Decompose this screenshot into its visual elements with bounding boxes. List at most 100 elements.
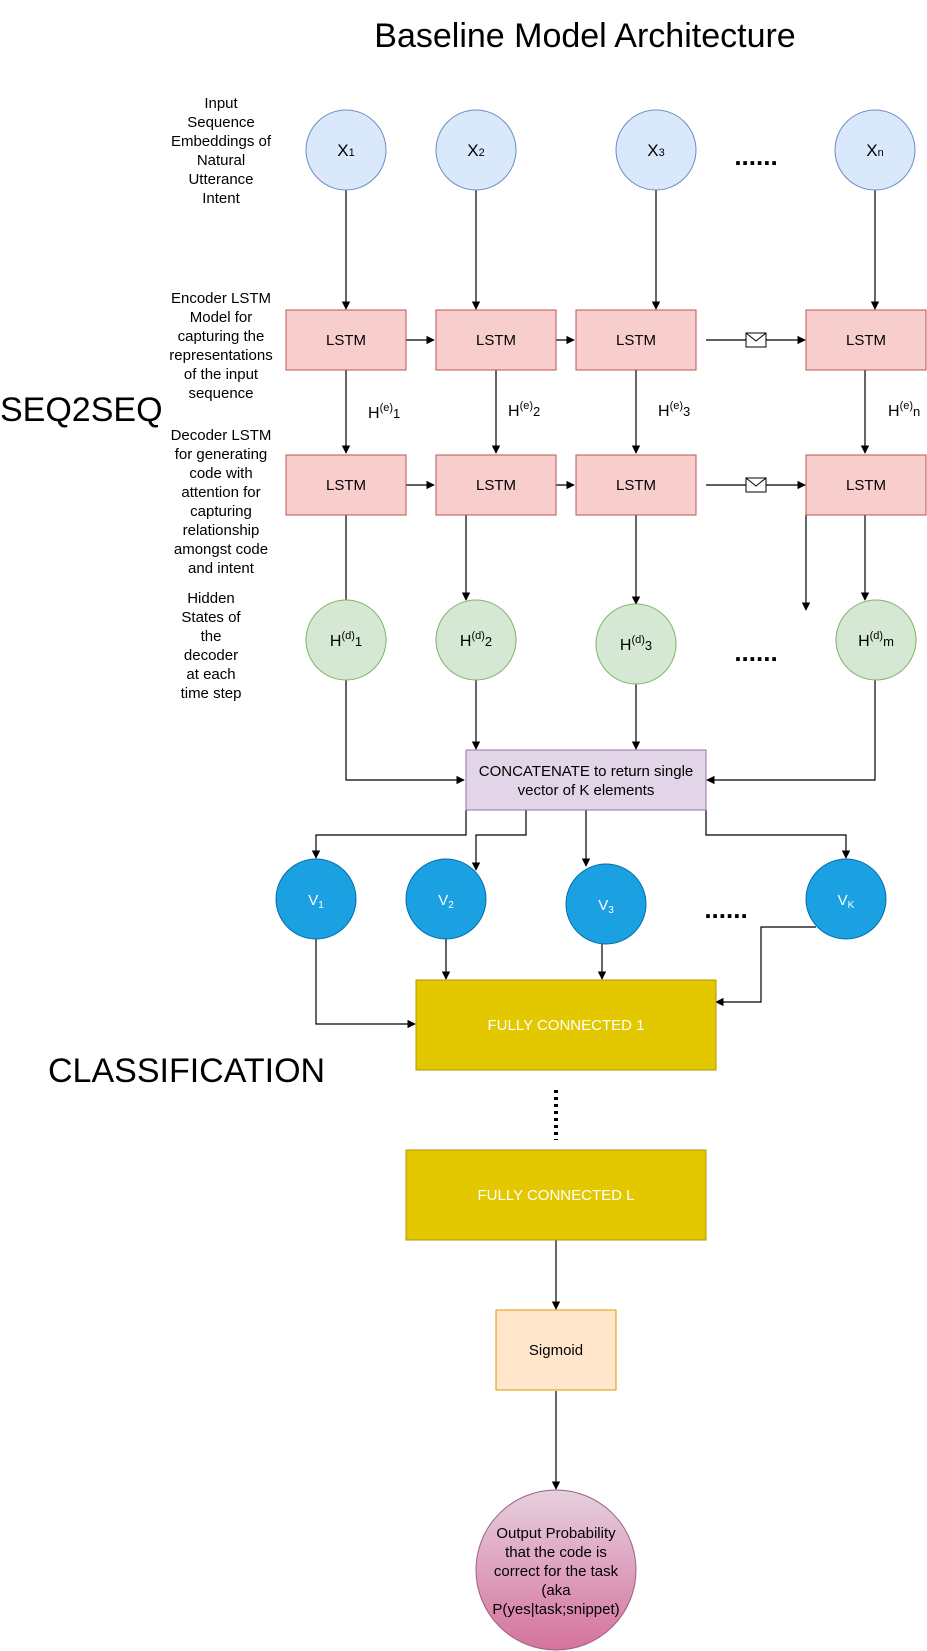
- output-line: that the code is: [505, 1544, 607, 1561]
- encoder-lstm-2: LSTM: [435, 309, 557, 371]
- vector-circle: [565, 863, 647, 945]
- envelope-flap: [745, 332, 767, 342]
- decoder-lstm-1: LSTM: [285, 454, 407, 516]
- input-label: X3: [647, 141, 664, 160]
- encoder-state-2: H(e)2: [508, 400, 540, 420]
- input-circle: [615, 109, 697, 191]
- envelope-icon: [745, 332, 767, 348]
- hidden-state-2: H(d)2: [435, 599, 517, 681]
- input-row-description: Input Sequence Embeddings of Natural Utt…: [171, 95, 272, 207]
- fc1-rect: [415, 979, 717, 1071]
- arrow-concat-v2: [471, 810, 527, 871]
- hidden-circle: [435, 599, 517, 681]
- input-node-xn: Xn: [834, 109, 916, 191]
- description-line: representations: [169, 347, 272, 364]
- lstm-box: [285, 309, 407, 371]
- lstm-box: [435, 309, 557, 371]
- lstm-label: LSTM: [846, 477, 886, 494]
- decoder-lstm-3: LSTM: [575, 454, 697, 516]
- arrow-hidden1-concat: [345, 680, 465, 785]
- input-node-x1: X1: [305, 109, 387, 191]
- hidden-circle: [595, 603, 677, 685]
- vector-label: V3: [598, 897, 614, 916]
- arrow-concat-v1: [311, 810, 467, 859]
- input-circle: [305, 109, 387, 191]
- encoder-lstm-1: LSTM: [285, 309, 407, 371]
- description-line: Hidden: [187, 590, 235, 607]
- decoder-lstm-n: LSTM: [805, 454, 927, 516]
- hidden-state-3: H(d)3: [595, 603, 677, 685]
- fc1-label: FULLY CONNECTED 1: [488, 1017, 645, 1034]
- description-line: and intent: [188, 560, 255, 577]
- arrow-hiddenm-concat: [706, 680, 876, 785]
- arrow-vk-fc1: [715, 926, 816, 1007]
- lstm-box: [575, 454, 697, 516]
- lstm-box: [285, 454, 407, 516]
- hidden-label: H(d)3: [620, 634, 652, 654]
- encoder-row-description: Encoder LSTM Model for capturing the rep…: [169, 290, 272, 402]
- fcl-rect: [405, 1149, 707, 1241]
- encoder-lstm-3: LSTM: [575, 309, 697, 371]
- input-circle: [435, 109, 517, 191]
- envelope-icon: [745, 477, 767, 493]
- fully-connected-1: FULLY CONNECTED 1: [415, 979, 717, 1071]
- envelope-flap: [745, 477, 767, 487]
- hidden-circle: [305, 599, 387, 681]
- hidden-label: H(d)1: [330, 630, 362, 650]
- concatenate-line: CONCATENATE to return single: [479, 763, 694, 780]
- hidden-label: H(d)2: [460, 630, 492, 650]
- lstm-label: LSTM: [476, 477, 516, 494]
- input-ellipsis: ......: [734, 141, 777, 171]
- encoder-state-3: H(e)3: [658, 400, 690, 420]
- vector-label: V1: [308, 892, 324, 911]
- vector-label: V2: [438, 892, 454, 911]
- description-line: relationship: [183, 522, 260, 539]
- hidden-row-description: Hidden States of the decoder at each tim…: [181, 590, 242, 702]
- fcl-label: FULLY CONNECTED L: [478, 1187, 635, 1204]
- connectors: [311, 190, 880, 1490]
- vector-label: VK: [838, 892, 855, 911]
- description-line: Utterance: [188, 171, 253, 188]
- sigmoid-label: Sigmoid: [529, 1342, 583, 1359]
- description-line: Input: [204, 95, 238, 112]
- output-circle: [475, 1489, 637, 1651]
- input-node-x3: X3: [615, 109, 697, 191]
- encoder-lstm-n: LSTM: [805, 309, 927, 371]
- description-line: for generating: [175, 446, 268, 463]
- lstm-label: LSTM: [616, 477, 656, 494]
- concatenate-line: vector of K elements: [518, 782, 655, 799]
- encoder-state-n: H(e)n: [888, 400, 920, 420]
- description-line: amongst code: [174, 541, 268, 558]
- description-line: Sequence: [187, 114, 255, 131]
- sigmoid-rect: [495, 1309, 617, 1391]
- description-line: Model for: [190, 309, 253, 326]
- vector-circle: [405, 858, 487, 940]
- description-line: sequence: [188, 385, 253, 402]
- arrow-concat-vk: [705, 810, 851, 859]
- input-label: Xn: [866, 141, 883, 160]
- description-line: Embeddings of: [171, 133, 272, 150]
- sigmoid-box: Sigmoid: [495, 1309, 617, 1391]
- input-label: X2: [467, 141, 484, 160]
- output-line: correct for the task: [494, 1563, 619, 1580]
- description-line: Intent: [202, 190, 240, 207]
- description-line: States of: [181, 609, 241, 626]
- description-line: at each: [186, 666, 235, 683]
- concatenate-rect: [465, 749, 707, 811]
- vector-circle: [275, 858, 357, 940]
- lstm-label: LSTM: [476, 332, 516, 349]
- description-line: Natural: [197, 152, 245, 169]
- seq2seq-label: SEQ2SEQ: [0, 391, 163, 429]
- hidden-state-1: H(d)1: [305, 599, 387, 681]
- lstm-box: [575, 309, 697, 371]
- output-probability-node: Output Probability that the code is corr…: [475, 1489, 637, 1651]
- hidden-state-m: H(d)m: [835, 599, 917, 681]
- decoder-row-description: Decoder LSTM for generating code with at…: [171, 427, 272, 577]
- lstm-label: LSTM: [326, 332, 366, 349]
- concatenate-box: CONCATENATE to return single vector of K…: [465, 749, 707, 811]
- vector-node-v1: V1: [275, 858, 357, 940]
- description-line: Decoder LSTM: [171, 427, 272, 444]
- description-line: time step: [181, 685, 242, 702]
- output-line: Output Probability: [496, 1525, 616, 1542]
